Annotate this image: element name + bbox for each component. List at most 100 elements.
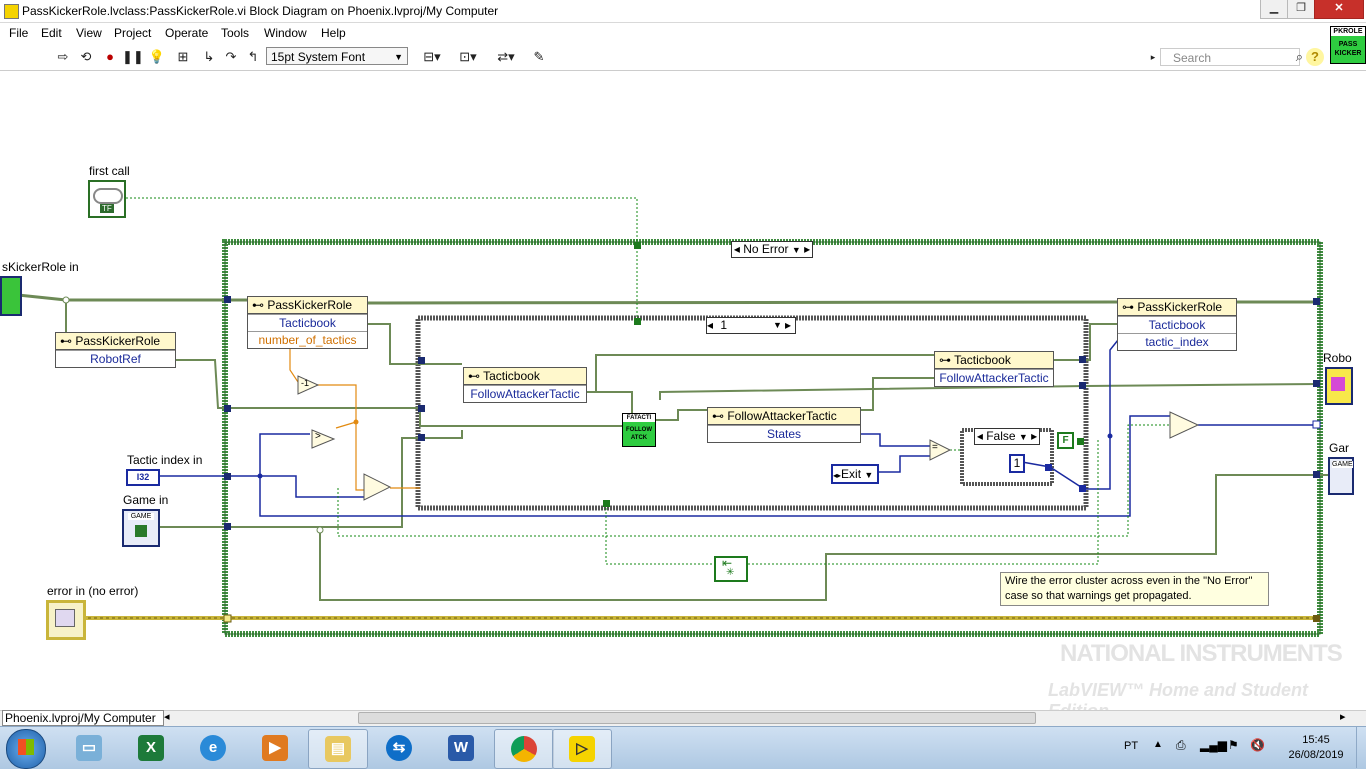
close-button[interactable]: ✕	[1314, 0, 1364, 19]
cleanup-diagram-icon[interactable]: ✎	[533, 49, 545, 64]
game-out-terminal[interactable]: GAME	[1328, 457, 1354, 495]
menu-project[interactable]: Project	[114, 26, 152, 40]
scroll-left-icon[interactable]: ◂	[164, 711, 170, 723]
taskbar-app-notes[interactable]: ▭	[60, 729, 118, 767]
exit-enum-constant[interactable]: ◂▸Exit ▼	[831, 464, 879, 484]
case-prev-icon[interactable]: ◂	[707, 318, 714, 332]
retain-wire-values-icon[interactable]: ⊞	[177, 49, 189, 64]
minimize-button[interactable]: ▁	[1260, 0, 1288, 19]
game-cube-icon	[135, 525, 147, 537]
flag-icon[interactable]: ⚑	[1228, 738, 1239, 752]
vi-icon[interactable]: PKROLE PASS KICKER	[1330, 26, 1366, 64]
start-button[interactable]	[6, 729, 46, 769]
volume-mute-icon[interactable]: 🔇	[1250, 738, 1265, 752]
step-out-icon[interactable]: ↰	[247, 49, 259, 64]
horizontal-scrollbar[interactable]	[358, 712, 1036, 724]
align-objects-icon[interactable]: ⊟▾	[423, 49, 441, 64]
run-continuously-icon[interactable]: ⟲	[80, 49, 92, 64]
network-signal-icon[interactable]: ▂▄▆	[1200, 738, 1227, 752]
role-unbundle-robot[interactable]: ⊷ PassKickerRole RobotRef	[55, 332, 176, 368]
taskbar-app-teamviewer[interactable]: ⇆	[370, 729, 428, 767]
chevron-down-icon[interactable]: ▼	[1018, 432, 1028, 442]
taskbar-app-labview[interactable]: ▷	[552, 729, 612, 769]
word-icon: W	[448, 735, 474, 761]
menu-view[interactable]: View	[76, 26, 102, 40]
block-diagram[interactable]: first call TF sKickerRole in Tactic inde…	[0, 70, 1366, 710]
error-in-terminal[interactable]	[46, 600, 86, 640]
tacticbook-unbundle[interactable]: ⊷ Tacticbook FollowAttackerTactic	[463, 367, 587, 403]
robot-out-terminal[interactable]	[1325, 367, 1353, 405]
case-prev-icon[interactable]: ◂	[733, 242, 740, 256]
dropdown-arrow-icon[interactable]: ▸	[1150, 52, 1156, 62]
distribute-objects-icon[interactable]: ⊡▾	[459, 49, 477, 64]
error-cluster-icon	[55, 609, 75, 627]
pause-icon[interactable]: ❚❚	[122, 49, 144, 64]
labview-icon: ▷	[569, 736, 595, 762]
chevron-down-icon: ▼	[394, 52, 403, 62]
step-over-icon[interactable]: ↷	[225, 49, 237, 64]
robot-icon	[1331, 377, 1345, 391]
abort-icon[interactable]: ●	[106, 49, 114, 64]
notes-icon: ▭	[76, 735, 102, 761]
first-call-terminal[interactable]: TF	[88, 180, 126, 218]
language-indicator[interactable]: PT	[1124, 740, 1139, 752]
taskbar-app-chrome[interactable]	[494, 729, 554, 769]
tactic-index-terminal[interactable]: I32	[126, 469, 160, 486]
case-prev-icon[interactable]: ◂	[976, 429, 983, 443]
windows-logo-icon	[18, 739, 34, 755]
restore-button[interactable]: ❐	[1287, 0, 1315, 19]
taskbar-app-word[interactable]: W	[432, 729, 490, 767]
role-bundle-right[interactable]: ⊶ PassKickerRole Tacticbook tactic_index	[1117, 298, 1237, 351]
taskbar-app-ie[interactable]: e	[184, 729, 242, 767]
taskbar-app-excel[interactable]: X	[122, 729, 180, 767]
step-into-icon[interactable]: ↳	[203, 49, 215, 64]
numeric-constant-one[interactable]: 1	[1009, 454, 1025, 473]
follow-attacker-unbundle[interactable]: ⊷ FollowAttackerTactic States	[707, 407, 861, 443]
search-input[interactable]: Search ⌕	[1160, 48, 1303, 66]
highlight-execution-icon[interactable]: 💡	[148, 49, 166, 64]
show-desktop-button[interactable]	[1356, 727, 1366, 768]
system-clock[interactable]: 15:45 26/08/2019	[1276, 733, 1356, 763]
project-path[interactable]: Phoenix.lvproj/My Computer	[2, 710, 164, 726]
usb-icon[interactable]: ⎙	[1176, 738, 1186, 752]
media-player-icon: ▶	[262, 735, 288, 761]
title-bar: PassKickerRole.lvclass:PassKickerRole.vi…	[0, 0, 1366, 23]
run-arrow-icon[interactable]: ⇨	[57, 49, 69, 64]
menu-operate[interactable]: Operate	[165, 26, 209, 40]
menu-help[interactable]: Help	[321, 26, 346, 40]
case-next-icon[interactable]: ▸	[804, 242, 811, 256]
menu-edit[interactable]: Edit	[41, 26, 62, 40]
menu-window[interactable]: Window	[264, 26, 307, 40]
role-unbundle-left[interactable]: ⊷ PassKickerRole Tacticbook number_of_ta…	[247, 296, 368, 349]
reorder-icon[interactable]: ⇄▾	[497, 49, 515, 64]
role-in-label: sKickerRole in	[2, 260, 79, 274]
taskbar-app-media[interactable]: ▶	[246, 729, 304, 767]
false-constant[interactable]: F	[1057, 432, 1074, 449]
case-selector-bool[interactable]: ◂ False ▼ ▸	[974, 428, 1040, 445]
help-icon[interactable]: ?	[1306, 48, 1324, 66]
error-merge-node[interactable]: ⇤ ✳	[714, 556, 748, 582]
scroll-right-icon[interactable]: ▸	[1340, 711, 1346, 723]
chevron-down-icon[interactable]: ▼	[773, 320, 782, 330]
labview-app-icon	[4, 4, 19, 19]
unbundle-icon: ⊷	[468, 369, 484, 383]
chevron-down-icon[interactable]: ▼	[791, 245, 801, 255]
role-in-terminal[interactable]	[0, 276, 22, 316]
tacticbook-bundle[interactable]: ⊶ Tacticbook FollowAttackerTactic	[934, 351, 1054, 387]
case-next-icon[interactable]: ▸	[1031, 429, 1038, 443]
case-next-icon[interactable]: ▸	[785, 318, 792, 332]
menu-tools[interactable]: Tools	[221, 26, 250, 40]
unbundle-icon: ⊷	[60, 334, 76, 348]
case-selector-inner[interactable]: ◂ 1 ▼ ▸	[706, 317, 796, 334]
show-hidden-icons-icon[interactable]: ▲	[1153, 739, 1163, 750]
follow-attacker-subvi[interactable]: FATACTI FOLLOW ATCK	[622, 413, 656, 447]
game-in-terminal[interactable]: GAME	[122, 509, 160, 547]
unbundle-icon: ⊷	[712, 409, 728, 423]
equal-label: =	[932, 442, 938, 453]
comment-note[interactable]: Wire the error cluster across even in th…	[1000, 572, 1269, 606]
menu-file[interactable]: File	[9, 26, 29, 40]
font-select[interactable]: 15pt System Font ▼	[266, 47, 408, 65]
case-selector-outer[interactable]: ◂ No Error ▼ ▸	[731, 241, 813, 258]
taskbar-app-explorer[interactable]: ▤	[308, 729, 368, 769]
decrement-label: -1	[301, 378, 310, 388]
